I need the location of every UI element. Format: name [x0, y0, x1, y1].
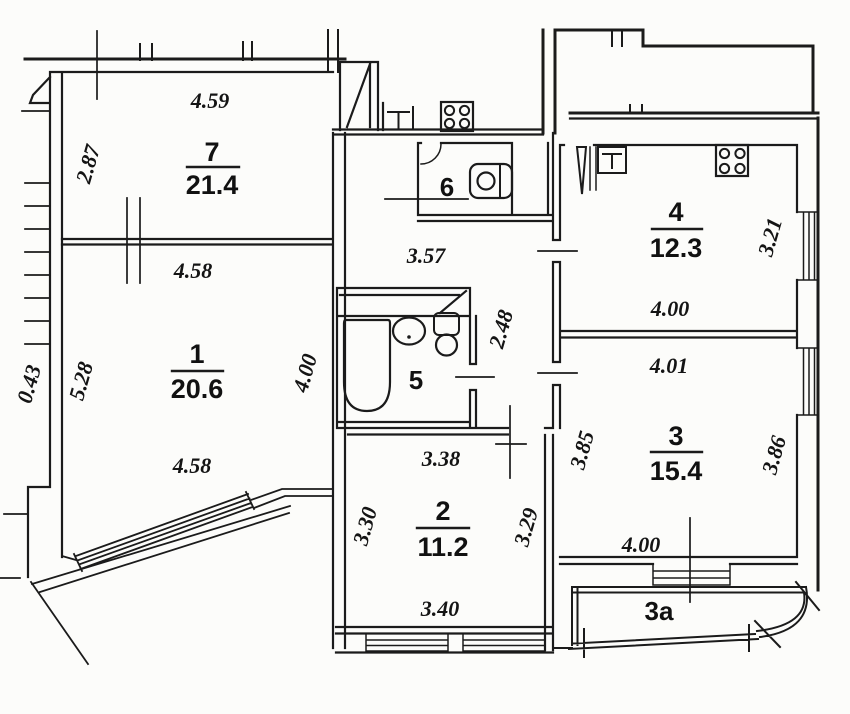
exterior-wall-inner	[26, 70, 820, 579]
walls-group	[0, 28, 820, 654]
entry-door-leaf-icon	[575, 146, 588, 195]
window-room3-balcony	[652, 563, 731, 586]
balcony-railing	[552, 580, 821, 658]
room-3-area: 15.4	[650, 456, 703, 486]
windows-group	[29, 211, 819, 666]
labels-group: 4.59 2.87 7 21.4 4.58 1 20.6 5.28 4.58 4…	[11, 88, 791, 626]
room-7-left-dim: 2.87	[70, 141, 105, 187]
dimension-marks	[96, 30, 691, 603]
room-2-bottom-dim: 3.40	[420, 596, 460, 621]
room-7-number: 7	[204, 137, 219, 167]
room-7-top-dim: 4.59	[190, 88, 230, 113]
room-3-bottom-dim: 4.00	[621, 532, 661, 557]
room-3-number: 3	[668, 421, 683, 451]
room-7-area: 21.4	[186, 170, 239, 200]
room-4-bottom-dim: 4.00	[650, 296, 690, 321]
window-room2-right	[462, 633, 546, 652]
room-3-top-dim: 4.01	[649, 353, 689, 378]
room-4-right-dim: 3.21	[752, 215, 787, 260]
room-2-left-dim: 3.30	[347, 504, 382, 549]
interior-walls	[60, 60, 799, 654]
room-1-left-dim: 5.28	[63, 359, 98, 403]
room-3-right-dim: 3.86	[756, 433, 791, 478]
balcony-3a-label: 3a	[645, 596, 674, 626]
parapet-ticks	[139, 29, 643, 114]
room-1-area: 20.6	[171, 374, 224, 404]
sink-icon	[387, 106, 414, 130]
bathtub-icon	[342, 318, 392, 413]
balcony-outline	[552, 580, 821, 658]
bay-window-room1	[29, 488, 334, 666]
room-1-bottom-dim: 4.58	[172, 453, 212, 478]
exterior-wall	[23, 28, 820, 592]
toilet-icon	[433, 312, 460, 357]
room-2-number: 2	[435, 496, 450, 526]
window-room2-left	[365, 633, 449, 652]
room-6-number: 6	[440, 172, 454, 202]
window-room3-right	[796, 347, 819, 416]
room-4-area: 12.3	[650, 233, 703, 263]
left-wall-hatch-ticks	[0, 110, 51, 579]
room-2-top-dim: 3.38	[421, 446, 461, 471]
room-3-left-dim: 3.85	[564, 428, 599, 473]
room-1-top-dim: 4.58	[173, 258, 213, 283]
sink-icon	[597, 146, 627, 174]
entry-door-jamb	[589, 146, 597, 191]
room-4-number: 4	[668, 197, 683, 227]
toilet-icon	[468, 162, 514, 200]
room-2-area: 11.2	[417, 532, 468, 562]
hall-width-dim: 3.57	[406, 243, 447, 268]
room-1-right-dim: 4.00	[287, 351, 322, 396]
room-5-number: 5	[409, 365, 423, 395]
corridor-depth-dim: 2.48	[483, 307, 518, 352]
fixtures-group	[342, 100, 750, 413]
door-swing-icon	[420, 143, 442, 165]
window-room4-right	[796, 211, 819, 281]
room-label-fraction-bars	[170, 165, 704, 530]
stove-icon	[714, 143, 750, 178]
stove-icon	[439, 100, 475, 133]
room-1-number: 1	[189, 339, 204, 369]
room-2-right-dim: 3.29	[508, 505, 543, 550]
exterior-left-dim: 0.43	[11, 362, 46, 406]
washbasin-icon	[391, 316, 427, 346]
